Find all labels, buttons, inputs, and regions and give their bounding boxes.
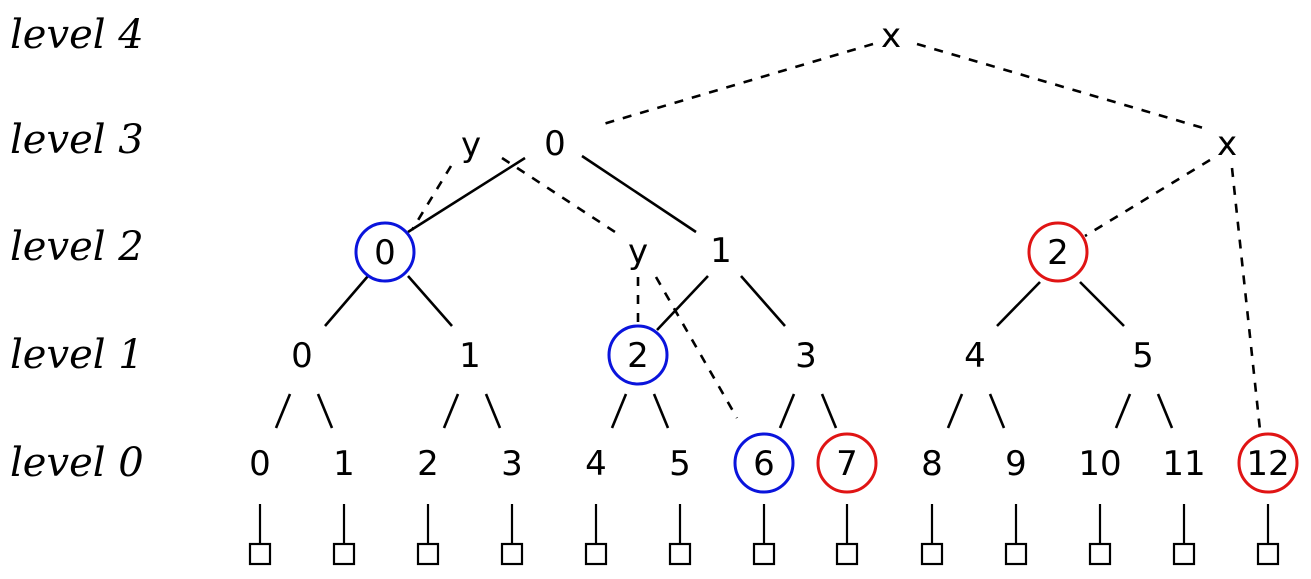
level-labels: level 4 level 3 level 2 level 1 level 0 [10,12,144,486]
edge-x-to-0 [599,42,874,127]
level-2-label: level 2 [10,224,144,270]
node-l0: 4 [585,444,607,484]
level-1-label: level 1 [10,332,144,378]
node-l0: 6 [753,444,775,484]
leaf-box [920,542,944,566]
leaf-box [416,542,440,566]
node-l1-2: 2 [627,336,649,376]
leaf-box [248,542,272,566]
highlight-red-l2-2 [1027,221,1089,283]
edge-x-to-2 [1084,158,1211,238]
node-l0: 12 [1246,444,1289,484]
node-l0: 1 [333,444,355,484]
edge-x-to-x [916,42,1211,132]
node-l3-x: x [1217,124,1237,164]
highlight-blue-l2-0 [354,221,416,283]
edge [652,393,670,429]
node-l1-4: 4 [964,336,986,376]
edge [442,393,460,429]
leaf-box [332,542,356,566]
leaf-box [752,542,776,566]
node-l3-y: y [461,125,481,165]
edge [610,393,628,429]
node-l0: 3 [501,444,523,484]
node-l0: 0 [249,444,271,484]
node-l1-0: 0 [291,336,313,376]
leaf-box [1088,542,1112,566]
highlight-blue-l1-2 [607,324,669,386]
leaf-box [1004,542,1028,566]
leaf-box [1256,542,1280,566]
node-l0: 8 [921,444,943,484]
node-l0: 7 [836,444,858,484]
edge-0-to-0 [407,156,526,234]
edge [988,393,1006,429]
edge [656,275,709,331]
highlight-blue-l0-6 [733,432,795,494]
leaf-boxes [248,504,1280,566]
edge-0-to-1 [581,154,697,234]
edge-x-to-12 [1230,167,1262,431]
node-labels: x y 0 x 0 y 1 2 0 1 2 3 4 5 0 1 2 3 4 5 … [249,16,1289,484]
node-l0: 9 [1005,444,1027,484]
edge [407,275,453,327]
edge [740,275,786,327]
edge-y-to-y [501,156,616,234]
node-l1-5: 5 [1132,336,1154,376]
edge [778,393,796,429]
node-l2-0: 0 [374,233,396,273]
edge [484,393,502,429]
leaf-box [1172,542,1196,566]
level-4-label: level 4 [10,12,144,58]
dashed-edges [410,42,1262,431]
edge [820,393,838,429]
edge [324,275,369,327]
highlight-red-l0-7 [816,432,878,494]
highlight-circles [354,221,1299,494]
edge [1079,281,1125,327]
edge [316,393,334,429]
edge [1156,393,1174,429]
node-l0: 5 [669,444,691,484]
leaf-box [500,542,524,566]
node-l0: 11 [1162,444,1205,484]
node-l4-x: x [881,16,901,56]
node-l2-y: y [628,232,648,272]
edge [996,281,1041,327]
highlight-red-l0-12 [1237,432,1299,494]
node-l1-1: 1 [459,336,481,376]
leaf-box [584,542,608,566]
edge [274,393,292,429]
edge [1114,393,1132,429]
node-l2-1: 1 [710,231,732,271]
leaf-box [668,542,692,566]
edge [946,393,964,429]
node-l2-2: 2 [1047,233,1069,273]
node-l3-0: 0 [544,124,566,164]
level-0-label: level 0 [10,440,144,486]
leaf-box [835,542,859,566]
edge-y-to-6 [654,276,739,419]
edge-y-to-0 [410,165,453,231]
level-3-label: level 3 [10,117,144,163]
node-l0: 10 [1078,444,1121,484]
solid-edges [274,154,1174,429]
node-l0: 2 [417,444,439,484]
node-l1-3: 3 [795,336,817,376]
